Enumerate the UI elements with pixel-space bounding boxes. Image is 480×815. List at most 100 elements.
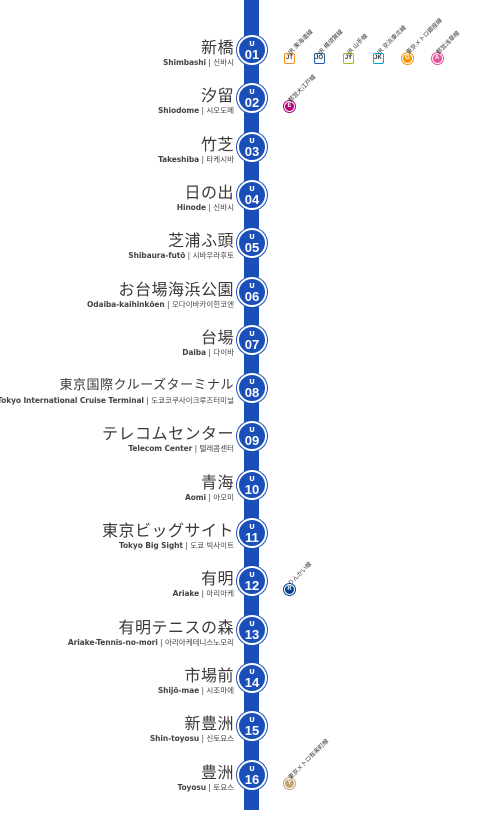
separator: |: [199, 589, 207, 599]
transfer-e-icon: E: [284, 101, 295, 113]
line-code: U: [249, 619, 255, 628]
station-number: 05: [244, 240, 260, 256]
station-08[interactable]: 東京国際クルーズターミナル Tokyo International Cruise …: [0, 373, 480, 428]
station-name-sub: Shin-toyosu | 신토요스: [150, 734, 234, 744]
station-number: 16: [244, 771, 260, 787]
separator: |: [206, 202, 214, 212]
station-name-sub: Shijō-mae | 시조마에: [158, 686, 234, 696]
station-name-sub: Hinode | 신바시: [177, 203, 234, 213]
station-number: 12: [244, 578, 260, 594]
separator: |: [199, 734, 207, 744]
station-number: 06: [244, 288, 260, 304]
station-number: 04: [244, 191, 260, 207]
separator: |: [206, 782, 214, 792]
station-name-sub: Tokyo Big Sight | 도쿄 빅사이트: [102, 541, 234, 551]
station-name-sub: Telecom Center | 텔레콤센터: [102, 444, 234, 454]
station-name-ko: 신바시: [213, 202, 234, 212]
separator: |: [199, 106, 207, 116]
transfer-jy-icon: JY: [343, 53, 354, 64]
station-name-ko: 시바우라후토: [192, 251, 234, 261]
separator: |: [143, 396, 152, 406]
transfer-label: JR 東海道線: [287, 28, 315, 56]
line-code: U: [249, 136, 255, 145]
station-name-sub: Odaiba-kaihinkōen | 오다이바카이힌코엔: [87, 300, 234, 310]
transfer-label: 都営浅草線: [434, 29, 461, 56]
separator: |: [199, 685, 207, 695]
station-name-ja: 東京国際クルーズターミナル: [59, 378, 234, 394]
station-name-en: Aomi: [185, 492, 206, 502]
station-name-ja: 青海: [200, 472, 234, 492]
transfer-g-icon: G: [402, 53, 413, 64]
station-name-ja: 東京ビッグサイト: [101, 521, 234, 540]
line-code: U: [249, 474, 255, 483]
station-name-en: Tokyo International Cruise Terminal: [0, 396, 144, 406]
station-number: 14: [244, 674, 260, 690]
separator: |: [192, 444, 200, 454]
station-name-en: Telecom Center: [128, 444, 193, 454]
line-code: U: [249, 667, 255, 676]
station-number: 13: [244, 626, 260, 642]
station-name-ko: 아오미: [213, 492, 234, 502]
transfer-r-icon: R: [284, 584, 295, 596]
line-code: U: [249, 764, 255, 773]
station-name-ja: 台場: [200, 327, 234, 347]
station-number: 10: [244, 481, 260, 497]
line-code: U: [249, 40, 255, 48]
station-name-ko: 신바시: [213, 58, 234, 67]
transfer-y-icon: Y: [284, 777, 295, 789]
station-name-ko: 아리아케: [206, 589, 234, 599]
line-code: U: [249, 329, 255, 338]
line-code: U: [249, 378, 255, 387]
line-code: U: [249, 233, 255, 242]
station-name-ko: 토요스: [213, 782, 234, 792]
station-name-ja: 市場前: [184, 665, 234, 685]
station-name-ja: 芝浦ふ頭: [167, 231, 234, 251]
station-name-en: Ariake: [172, 589, 200, 599]
